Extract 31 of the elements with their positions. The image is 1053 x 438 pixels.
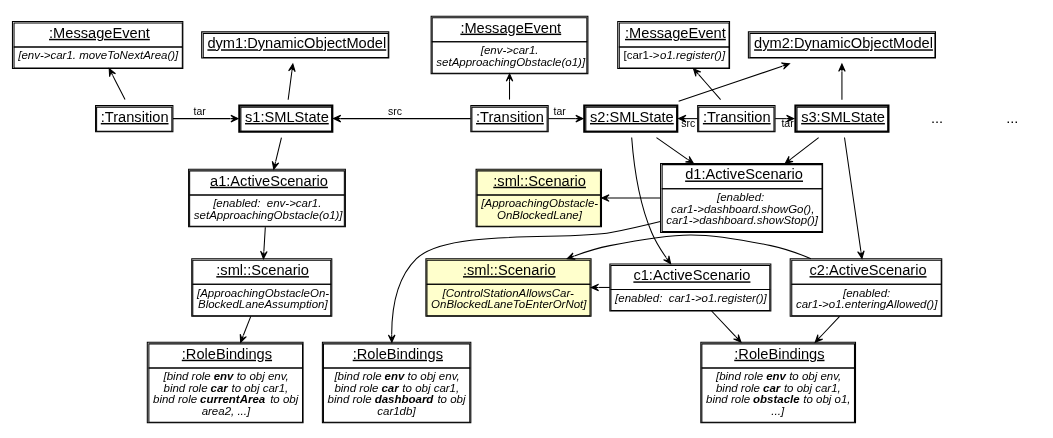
arrow [260, 226, 268, 259]
arrow [655, 136, 694, 164]
arrow [678, 114, 699, 122]
edge-label: tar [193, 105, 206, 117]
arrow [108, 67, 126, 100]
label: ... [1006, 108, 1019, 125]
arrow [547, 114, 584, 122]
arrow [505, 72, 514, 100]
arrow [838, 63, 846, 100]
arrow [631, 136, 672, 264]
arrow [784, 136, 820, 164]
label: ... [930, 108, 944, 125]
arrow [172, 114, 239, 122]
arrow [387, 220, 661, 343]
edge-label: tar [553, 105, 566, 117]
edge-label: src [387, 105, 402, 117]
edge-label: src [681, 117, 696, 129]
arrow [332, 114, 472, 122]
arrow [843, 136, 865, 259]
arrow [590, 283, 611, 291]
arrow [678, 61, 790, 102]
edge-label: tar [781, 117, 794, 129]
arrow [692, 67, 722, 100]
arrow [239, 315, 252, 343]
arrow [271, 136, 282, 170]
arrow [601, 193, 661, 202]
arrow [287, 63, 296, 100]
arrow [814, 315, 841, 343]
arrow [711, 310, 742, 343]
arrow [566, 233, 812, 260]
arrow [774, 114, 795, 122]
